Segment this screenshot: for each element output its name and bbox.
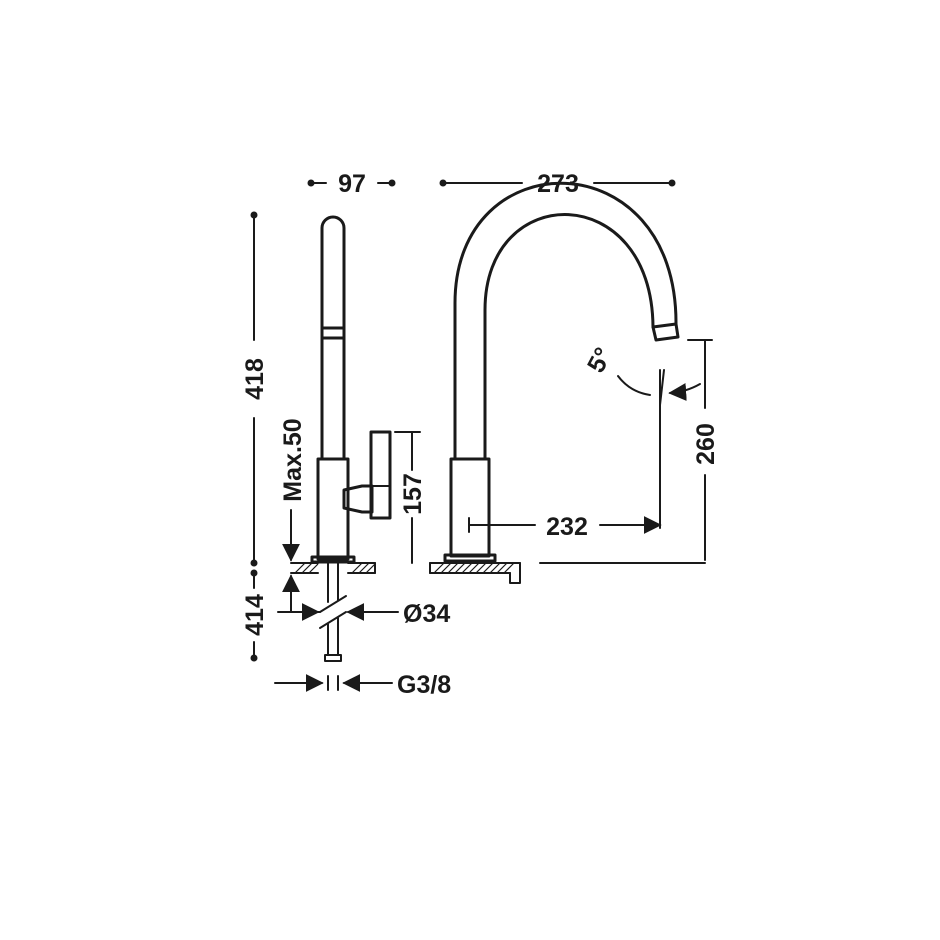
dim-overall-height: 418 (241, 211, 269, 567)
overall-height-label: 418 (241, 358, 269, 400)
spout-height-label: 260 (692, 423, 720, 465)
spout-reach-label: 273 (537, 170, 579, 198)
dim-hole-diameter: Ø34 (277, 600, 450, 628)
dim-spout-angle: 5° (582, 343, 701, 401)
dim-spout-reach: 273 (439, 170, 676, 198)
handle-width-label: 97 (338, 170, 366, 198)
lever-height-label: 157 (399, 473, 427, 515)
spout-offset-label: 232 (546, 513, 588, 541)
front-view-counter (429, 562, 706, 584)
dim-handle-width: 97 (307, 170, 396, 198)
dim-below-deck: 414 (241, 569, 269, 662)
side-view-shank (319, 562, 347, 662)
spout-angle-label: 5° (582, 343, 618, 377)
dim-lever-height: 157 (394, 431, 427, 564)
dim-spout-offset: 232 (468, 513, 662, 541)
below-deck-label: 414 (241, 594, 269, 636)
side-view-faucet (310, 215, 392, 564)
side-view-counter (290, 562, 376, 574)
dim-connection-thread: G3/8 (274, 671, 451, 699)
connection-thread-label: G3/8 (397, 671, 451, 699)
max-deck-label: Max.50 (279, 418, 307, 501)
hole-diameter-label: Ø34 (403, 600, 450, 628)
front-view-faucet (443, 181, 680, 563)
dim-spout-height: 260 (687, 339, 720, 561)
dim-max-deck: Max.50 (279, 418, 321, 613)
spout-centerline (659, 369, 665, 529)
